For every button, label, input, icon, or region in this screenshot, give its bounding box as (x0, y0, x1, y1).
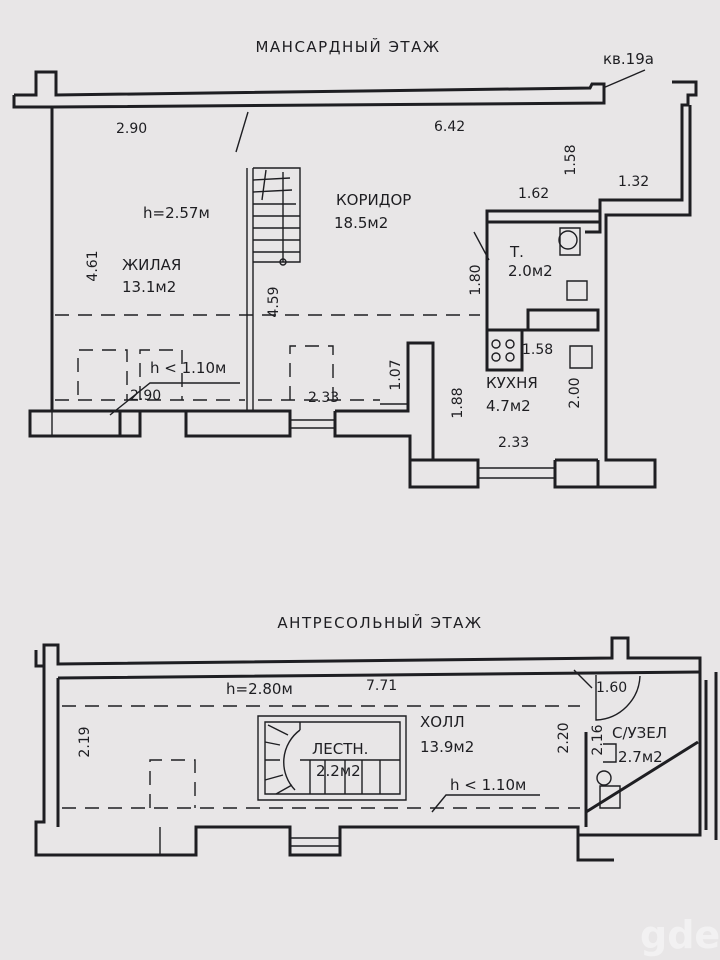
room-wc-name: Т. (509, 243, 524, 261)
dim-bath-h1: 2.20 (556, 722, 572, 753)
upper-staircase (252, 167, 301, 266)
room-bath-area: 2.7м2 (618, 748, 663, 766)
lower-bathroom-fixtures (595, 675, 641, 809)
dim-kitchen-left: 1.88 (450, 387, 466, 418)
room-corridor-name: КОРИДОР (336, 191, 411, 209)
upper-floor-title: МАНСАРДНЫЙ ЭТАЖ (255, 37, 440, 56)
upper-low-height: h < 1.10м (150, 359, 226, 377)
room-hall-area: 13.9м2 (420, 738, 474, 756)
lower-toilet (596, 770, 612, 786)
dim-stair: 4.59 (266, 286, 282, 317)
upper-top-wall (14, 70, 606, 109)
dim-shaft-width: 1.32 (618, 174, 649, 190)
room-kitchen-area: 4.7м2 (486, 397, 531, 415)
room-kitchen-name: КУХНЯ (486, 374, 538, 392)
upper-bottom-wall-left (28, 409, 292, 438)
lower-floor-plan: АНТРЕСОЛЬНЫЙ ЭТАЖ h=2.80м 7.71 1.60 2.19… (34, 613, 718, 862)
dim-wc-height: 1.80 (468, 264, 484, 295)
watermark-logo: gde (640, 913, 720, 957)
upper-wc-walls (485, 209, 602, 372)
lower-left-wall (34, 666, 580, 857)
upper-wc-toilet (558, 230, 578, 250)
lower-right-edge (704, 672, 718, 840)
room-bath-name: С/УЗЕЛ (612, 724, 667, 742)
room-wc-area: 2.0м2 (508, 262, 553, 280)
room-stair-name: ЛЕСТН. (312, 740, 368, 758)
lower-leader-lines (431, 669, 593, 813)
upper-height-label: h=2.57м (143, 204, 210, 222)
upper-kitchen-wall (335, 341, 598, 489)
upper-wc-fixtures (559, 227, 593, 369)
dim-top-right: 6.42 (434, 119, 465, 135)
apartment-label: кв.19а (603, 50, 654, 68)
upper-window-lines (51, 411, 555, 479)
lower-outer-wall (34, 636, 702, 862)
lower-height-label: h=2.80м (226, 680, 293, 698)
upper-outer-wall (12, 95, 122, 438)
upper-bottom-wall-mid (333, 411, 480, 489)
dim-top-left: 2.90 (116, 121, 147, 137)
lower-staircase (257, 715, 407, 801)
dim-bottom-left: 2.90 (130, 388, 161, 404)
dim-bath-h2: 2.16 (590, 724, 606, 755)
dim-shaft-vertical: 1.58 (563, 144, 579, 175)
dim-bottom-mid: 2.33 (308, 390, 339, 406)
upper-stove (491, 339, 515, 362)
room-stair-area: 2.2м2 (316, 762, 361, 780)
lower-bathroom-walls (584, 732, 699, 827)
upper-floor-plan: МАНСАРДНЫЙ ЭТАЖ кв.19а 2.90 6.42 1.58 1.… (12, 37, 698, 489)
dim-mid-gap: 1.07 (388, 359, 404, 390)
dim-kitchen-top: 1.58 (522, 342, 553, 358)
lower-window-lines (159, 827, 340, 855)
dim-wc-top: 1.62 (518, 186, 549, 202)
upper-lower-rects (77, 345, 334, 400)
lower-low-height: h < 1.10м (450, 776, 526, 794)
room-corridor-area: 18.5м2 (334, 214, 388, 232)
upper-leader-lines (109, 69, 646, 416)
room-living-area: 13.1м2 (122, 278, 176, 296)
upper-partition (246, 168, 408, 411)
room-hall-name: ХОЛЛ (420, 713, 465, 731)
lower-low-lines (62, 705, 580, 809)
dim-kitchen-bottom: 2.33 (498, 435, 529, 451)
dim-kitchen-right: 2.00 (567, 377, 583, 408)
room-living-name: ЖИЛАЯ (122, 256, 181, 274)
upper-right-wall (596, 105, 692, 489)
dim-living-height: 4.61 (85, 250, 101, 281)
dim-lower-length: 7.71 (366, 678, 397, 694)
dim-bath-width: 1.60 (596, 680, 627, 696)
dim-lower-left-height: 2.19 (77, 726, 93, 757)
lower-floor-title: АНТРЕСОЛЬНЫЙ ЭТАЖ (277, 613, 482, 632)
lower-inner-top-wall (56, 670, 701, 827)
